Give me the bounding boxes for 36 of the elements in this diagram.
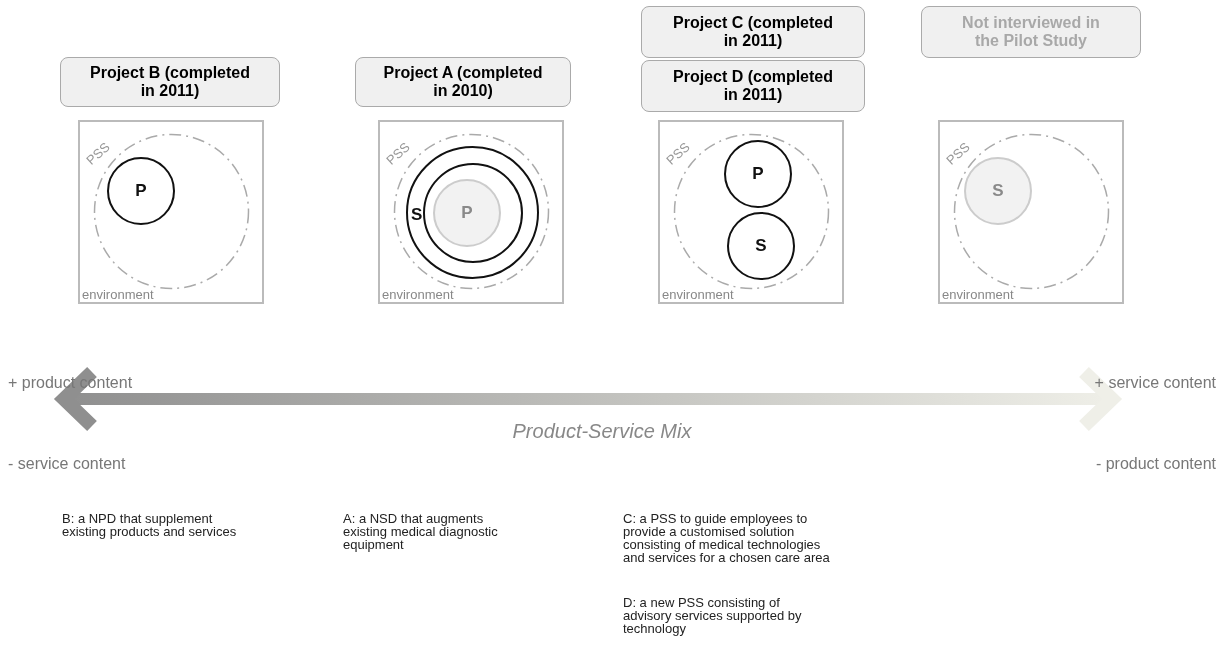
circle-label: PSS [944, 139, 972, 168]
project-label: Project A (completed in 2010) [355, 57, 571, 107]
circle-label: PSS [664, 139, 692, 168]
circle-label: PSS [384, 139, 412, 168]
frame-label: environment [942, 288, 1014, 302]
circle-label: S [755, 236, 767, 256]
frame-label: environment [382, 288, 454, 302]
axis-label: - product content [1095, 455, 1216, 473]
frame-label: environment [82, 288, 154, 302]
project-label: Project D (completed in 2011) [641, 60, 865, 112]
axis-label: + service content [1094, 374, 1216, 392]
project-description: D: a new PSS consisting of advisory services supported by technology [623, 596, 803, 635]
circle [433, 179, 501, 247]
environment-frame [78, 120, 264, 304]
project-description: C: a PSS to guide employees to provide a customised solution consisting of medical technologies and services for a chosen care area [623, 512, 831, 564]
frame-label: environment [662, 288, 734, 302]
axis-label: - service content [8, 455, 126, 473]
circle-label: P [135, 181, 147, 201]
circle-label: P [461, 203, 473, 223]
circle-label: P [752, 164, 764, 184]
project-label: Not interviewed in the Pilot Study [921, 6, 1141, 58]
project-label: Project C (completed in 2011) [641, 6, 865, 58]
environment-frame [938, 120, 1124, 304]
circle [724, 140, 792, 208]
environment-frame [378, 120, 564, 304]
project-description: B: a NPD that supplement existing products and services [62, 512, 238, 538]
axis-title: Product-Service Mix [511, 420, 693, 442]
project-label: Project B (completed in 2011) [60, 57, 280, 107]
project-description: A: a NSD that augments existing medical diagnostic equipment [343, 512, 499, 551]
environment-frame [658, 120, 844, 304]
circle [423, 163, 523, 263]
circle-label: S [992, 181, 1004, 201]
circle [107, 157, 175, 225]
circle-label: PSS [84, 139, 112, 168]
circle [727, 212, 795, 280]
circle-label: S [411, 205, 423, 225]
